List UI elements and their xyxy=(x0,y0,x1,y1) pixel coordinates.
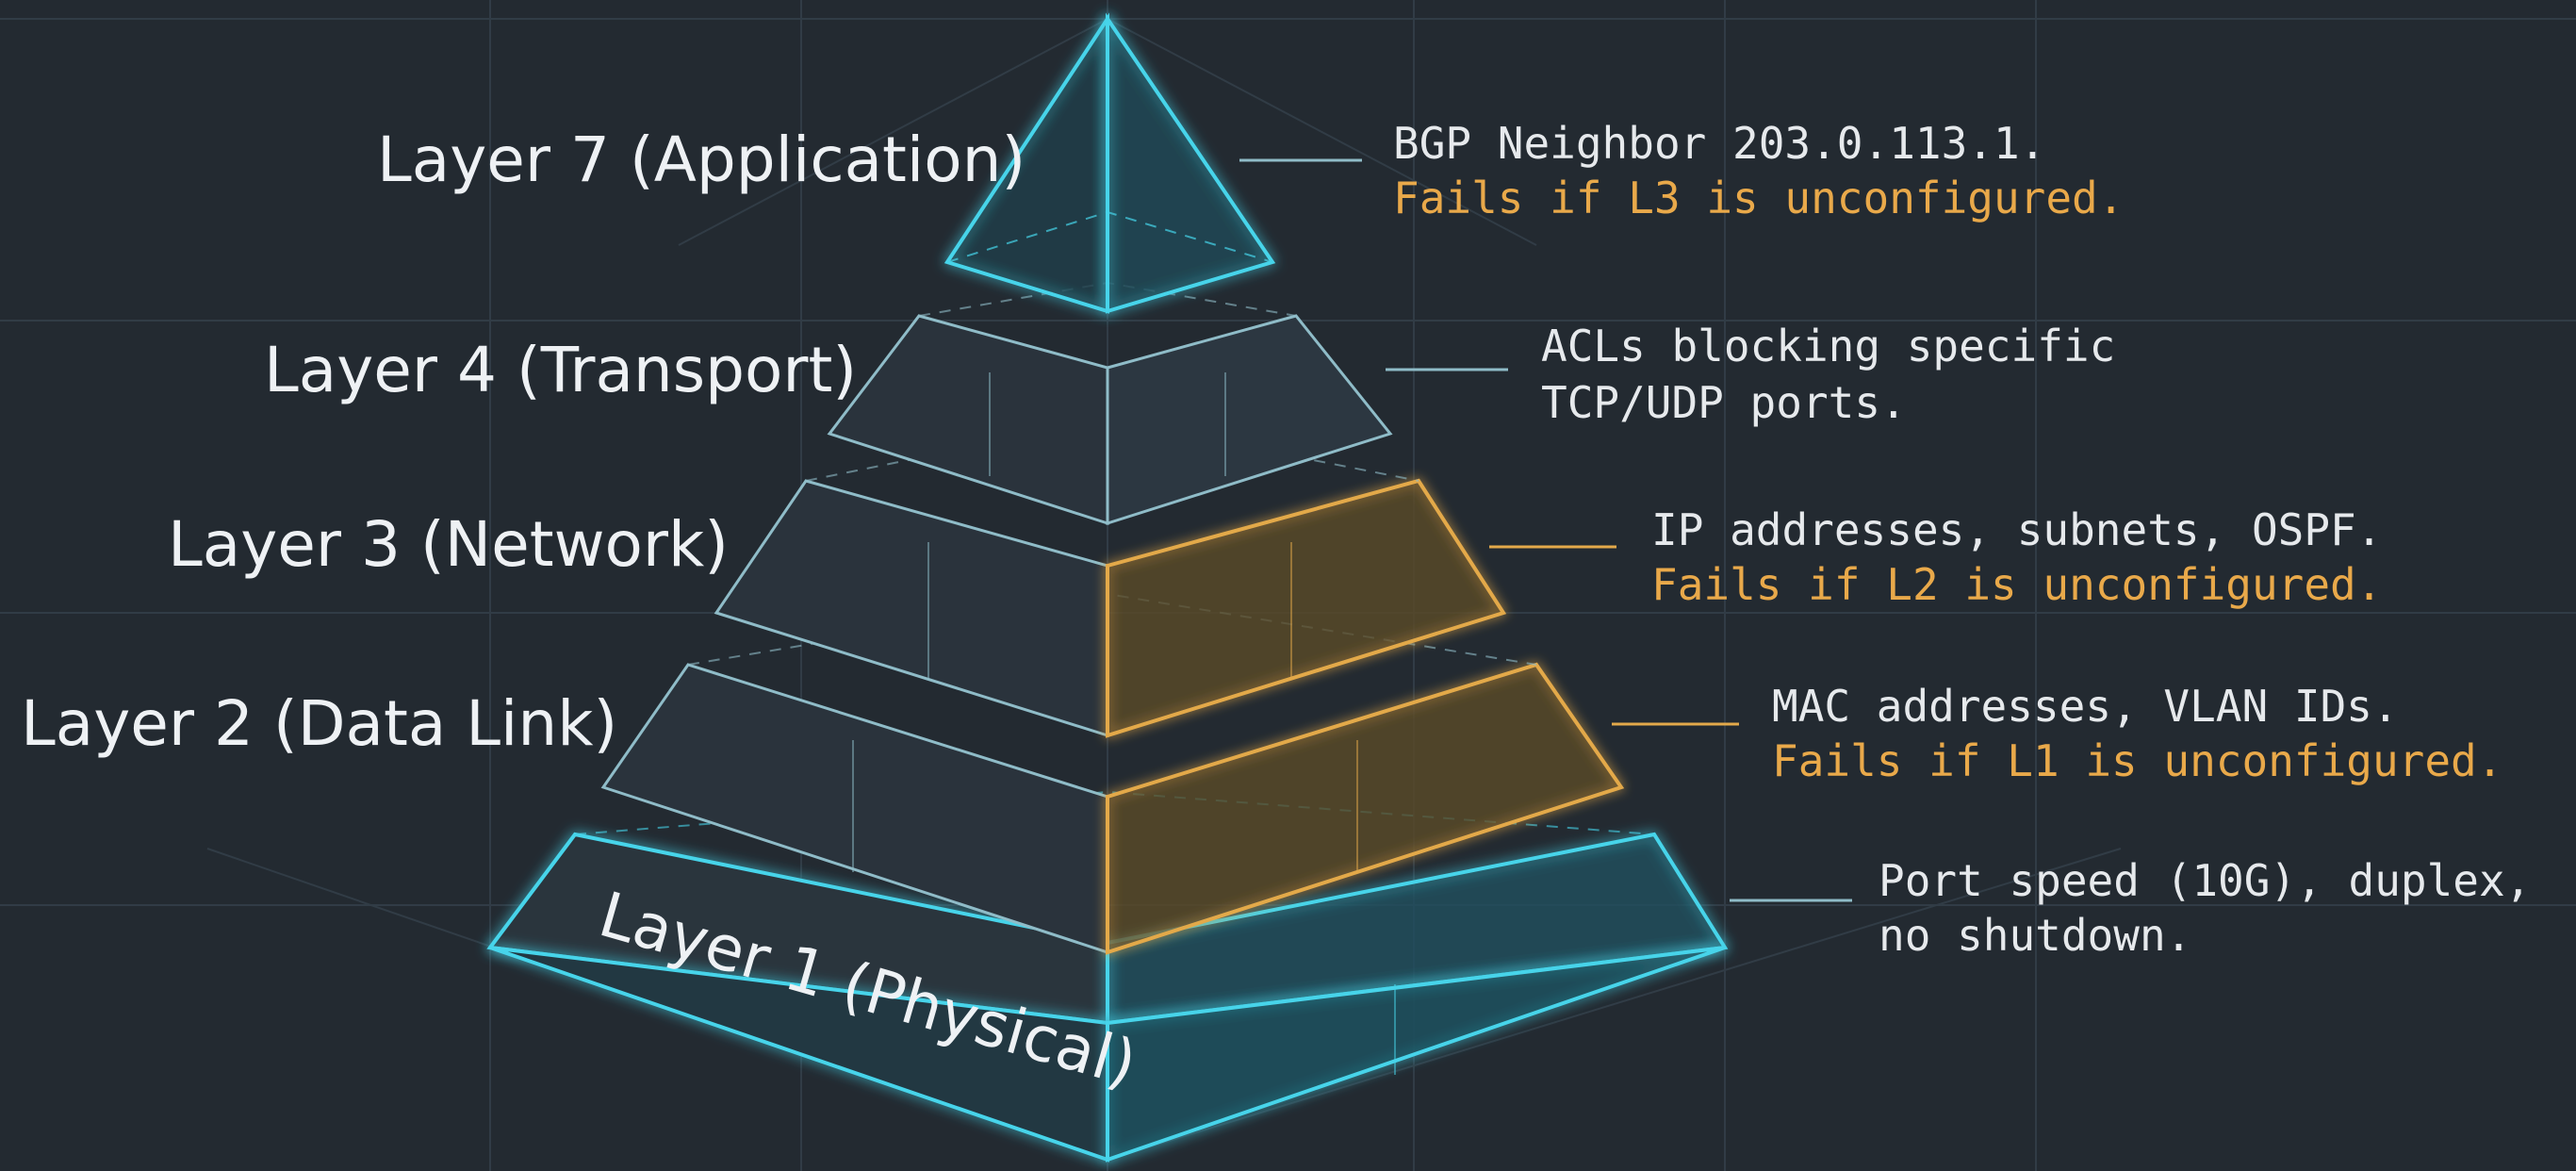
layer-3-annotation-line-2: Fails if L2 is unconfigured. xyxy=(1651,559,2382,610)
layer-3-slab xyxy=(714,418,1507,738)
layer-4-annotation-line-1: ACLs blocking specific xyxy=(1541,321,2115,371)
layer-4-annotation-line-2: TCP/UDP ports. xyxy=(1541,377,1907,428)
layer-2-label: Layer 2 (Data Link) xyxy=(21,687,617,760)
layer-2-annotation-line-1: MAC addresses, VLAN IDs. xyxy=(1772,681,2399,732)
layer-7-pyramid-tip xyxy=(943,12,1276,314)
layer-4-slab xyxy=(827,281,1393,526)
layer-1-slab xyxy=(486,790,1729,1163)
leader-lines xyxy=(1239,158,1852,902)
layer-4-label: Layer 4 (Transport) xyxy=(264,334,857,406)
layer-3-annotation-line-1: IP addresses, subnets, OSPF. xyxy=(1651,504,2382,555)
layer-7-label: Layer 7 (Application) xyxy=(377,124,1025,196)
layer-7-annotation-line-1: BGP Neighbor 203.0.113.1. xyxy=(1393,118,2045,169)
layer-3-label: Layer 3 (Network) xyxy=(168,508,729,581)
layer-7-annotation-line-2: Fails if L3 is unconfigured. xyxy=(1393,173,2124,223)
layer-1-annotation-line-2: no shutdown. xyxy=(1879,910,2191,961)
layer-2-annotation-line-2: Fails if L1 is unconfigured. xyxy=(1772,735,2502,786)
layer-1-annotation-line-1: Port speed (10G), duplex, xyxy=(1879,855,2531,906)
layer-2-slab xyxy=(600,592,1625,955)
